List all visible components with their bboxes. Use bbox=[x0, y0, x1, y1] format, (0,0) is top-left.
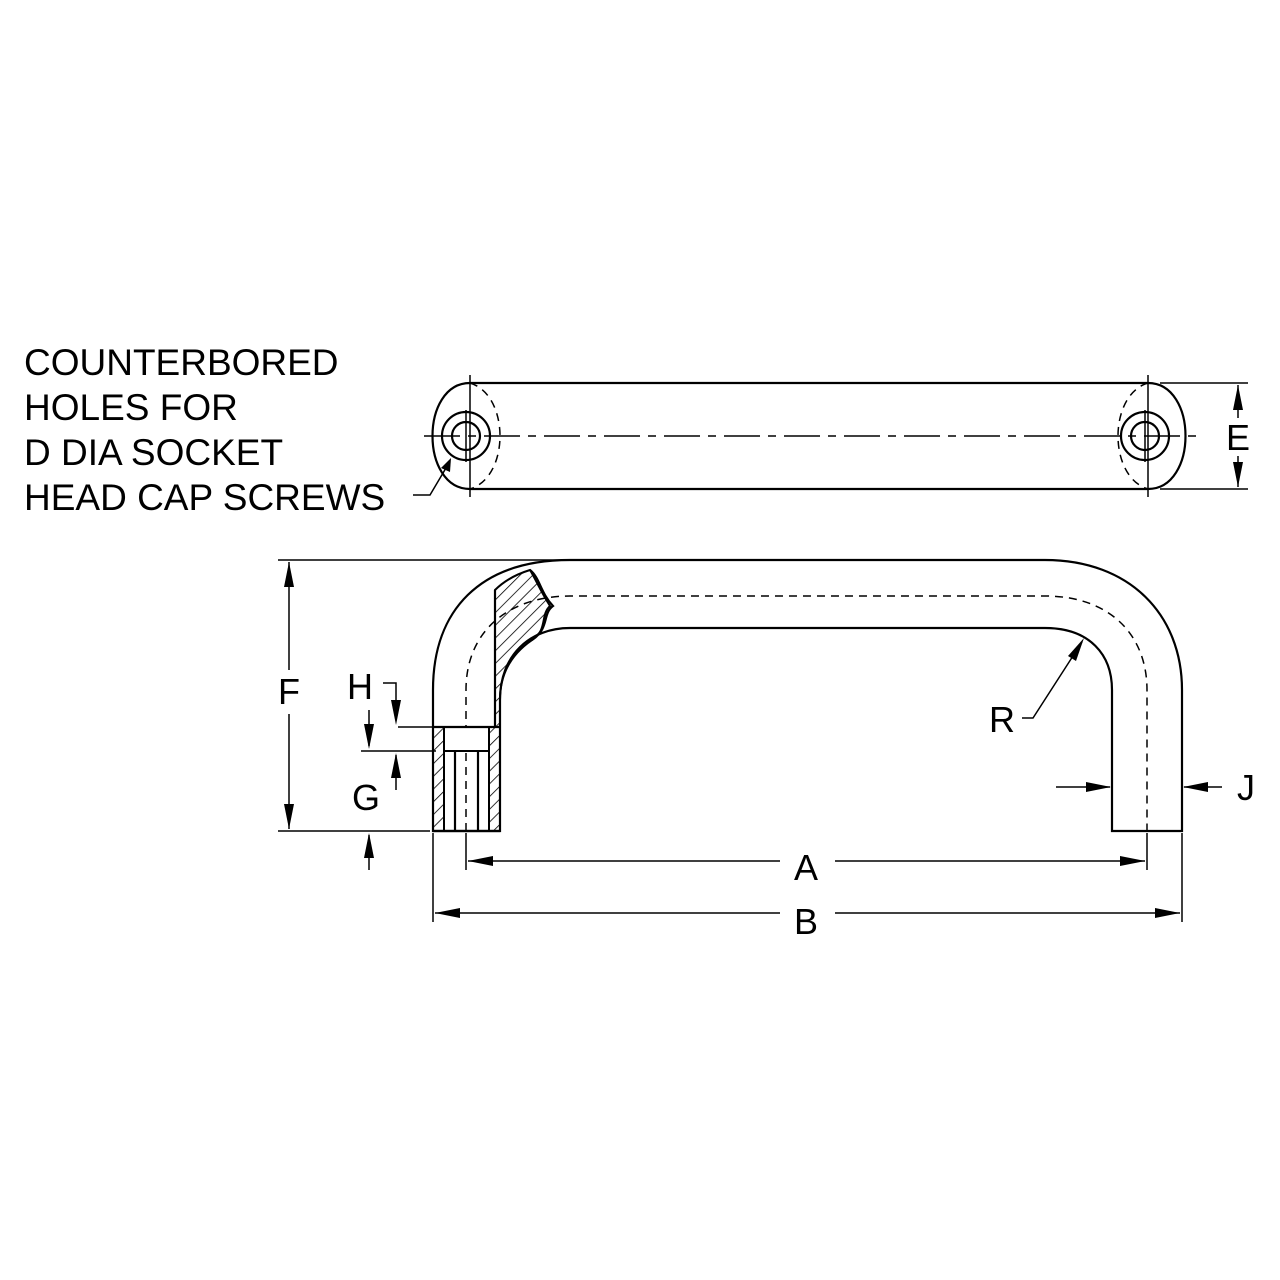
dimension-j: J bbox=[1056, 767, 1255, 808]
right-counterbored-hole bbox=[1119, 410, 1171, 462]
label-a: A bbox=[794, 847, 818, 888]
dimension-e: E bbox=[1160, 382, 1256, 490]
section-cutaway bbox=[432, 568, 555, 833]
front-view: F H G R bbox=[272, 558, 1255, 942]
note-leader bbox=[413, 458, 451, 496]
note-line-1: COUNTERBORED bbox=[24, 342, 339, 383]
counterbored-holes-note: COUNTERBORED HOLES FOR D DIA SOCKET HEAD… bbox=[24, 340, 385, 520]
note-line-4: HEAD CAP SCREWS bbox=[24, 477, 386, 518]
note-line-3: D DIA SOCKET bbox=[24, 432, 284, 473]
note-line-2: HOLES FOR bbox=[24, 387, 238, 428]
label-j: J bbox=[1237, 767, 1255, 808]
dimension-b: B bbox=[432, 833, 1183, 942]
label-r: R bbox=[989, 699, 1015, 740]
dimension-h: H bbox=[347, 666, 436, 752]
label-e: E bbox=[1226, 417, 1250, 458]
dimension-r: R bbox=[989, 638, 1084, 740]
hatched-wall-left bbox=[432, 726, 445, 832]
left-counterbored-hole bbox=[440, 410, 492, 462]
dimension-a: A bbox=[465, 833, 1148, 888]
top-view-body bbox=[431, 375, 1187, 497]
hatched-section bbox=[494, 568, 552, 728]
counterbore bbox=[443, 726, 490, 752]
dimension-g: G bbox=[352, 753, 401, 870]
handle-body bbox=[431, 558, 1184, 833]
top-view: E bbox=[413, 375, 1256, 497]
dimension-f: F bbox=[272, 559, 570, 832]
label-h: H bbox=[347, 666, 373, 707]
label-b: B bbox=[794, 901, 818, 942]
label-g: G bbox=[352, 777, 380, 818]
hatched-wall-right bbox=[488, 726, 501, 832]
label-f: F bbox=[278, 671, 300, 712]
